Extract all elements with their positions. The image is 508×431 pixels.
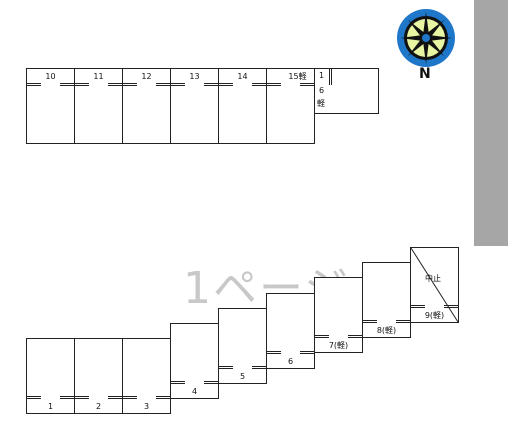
parking-space-7[interactable]: 7(軽) <box>314 277 363 353</box>
space-number: 10 <box>45 72 56 81</box>
parking-space-6[interactable]: 6 <box>266 293 315 369</box>
space-light-vehicle-mark: 軽 <box>317 99 325 108</box>
lot-marker <box>348 335 362 338</box>
space-number: 13 <box>189 72 200 81</box>
space-number: 6 <box>287 357 294 366</box>
lot-marker <box>123 83 137 86</box>
parking-space-12[interactable]: 12 <box>122 68 171 144</box>
space-number: 1 <box>47 402 54 411</box>
lot-marker <box>315 335 329 338</box>
space-number: 4 <box>191 387 198 396</box>
lot-marker <box>156 83 170 86</box>
parking-space-10[interactable]: 10 <box>26 68 75 144</box>
lot-marker <box>75 83 89 86</box>
lot-marker <box>363 320 377 323</box>
space-number: 11 <box>93 72 104 81</box>
parking-space-4[interactable]: 4 <box>170 323 219 399</box>
parking-space-1[interactable]: 1 <box>26 338 75 414</box>
lot-marker <box>75 396 89 399</box>
space-number: 3 <box>143 402 150 411</box>
lot-marker <box>123 396 137 399</box>
compass-rose-icon <box>397 9 455 67</box>
lot-marker <box>108 83 122 86</box>
space-number: 5 <box>239 372 246 381</box>
space-number: 15軽 <box>288 72 307 81</box>
parking-space-13[interactable]: 13 <box>170 68 219 144</box>
lot-marker <box>204 83 218 86</box>
space-number: 2 <box>95 402 102 411</box>
lot-marker <box>204 381 218 384</box>
lot-marker <box>267 83 281 86</box>
lot-marker <box>171 381 185 384</box>
parking-space-9-cancelled[interactable]: 中止 9(軽) <box>410 247 459 323</box>
lot-marker <box>396 320 410 323</box>
lot-marker <box>219 83 233 86</box>
lot-marker <box>27 396 41 399</box>
parking-space-5[interactable]: 5 <box>218 308 267 384</box>
lot-marker <box>27 83 41 86</box>
parking-space-8[interactable]: 8(軽) <box>362 262 411 338</box>
lot-marker <box>60 83 74 86</box>
space-number-digit-2: 6 <box>319 86 325 95</box>
cancelled-strike-line <box>410 247 459 323</box>
lot-marker <box>171 83 185 86</box>
parking-space-11[interactable]: 11 <box>74 68 123 144</box>
north-label: N <box>419 66 431 82</box>
lot-marker <box>300 351 314 354</box>
lot-marker <box>60 396 74 399</box>
lot-marker <box>108 396 122 399</box>
lot-marker <box>252 83 266 86</box>
cancelled-label: 中止 <box>425 274 441 283</box>
space-number: 14 <box>237 72 248 81</box>
space-number-digit-1: 1 <box>319 71 325 80</box>
lot-marker <box>444 305 458 308</box>
space-number: 7(軽) <box>328 341 349 350</box>
lot-marker <box>300 83 314 86</box>
lot-marker <box>267 351 281 354</box>
space-number: 12 <box>141 72 152 81</box>
parking-space-2[interactable]: 2 <box>74 338 123 414</box>
lot-marker <box>411 305 425 308</box>
space-number: 8(軽) <box>376 326 397 335</box>
space-number: 9(軽) <box>424 311 445 320</box>
parking-space-3[interactable]: 3 <box>122 338 171 414</box>
lot-marker <box>252 366 266 369</box>
parking-space-16[interactable]: 1 6 軽 <box>314 68 379 114</box>
lot-marker <box>156 396 170 399</box>
scrollbar[interactable] <box>474 0 508 246</box>
parking-space-14[interactable]: 14 <box>218 68 267 144</box>
compass: N <box>394 6 458 82</box>
parking-space-15[interactable]: 15軽 <box>266 68 315 144</box>
lot-marker <box>219 366 233 369</box>
lot-marker <box>329 69 332 85</box>
